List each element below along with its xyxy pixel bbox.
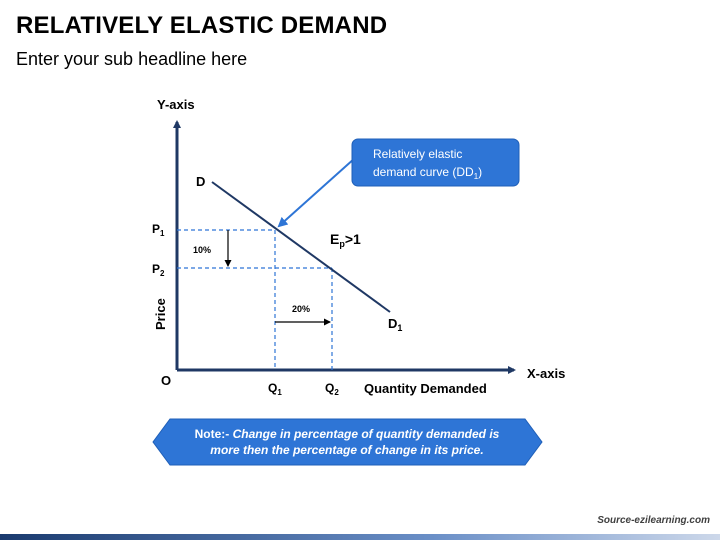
q2-label: Q2 bbox=[325, 381, 339, 397]
note-banner bbox=[152, 418, 543, 466]
y-axis-label: Y-axis bbox=[157, 97, 195, 112]
note-content: Note:- Change in percentage of quantity … bbox=[190, 426, 504, 458]
page-subtitle: Enter your sub headline here bbox=[16, 49, 248, 69]
page-title: RELATIVELY ELASTIC DEMAND bbox=[16, 12, 388, 39]
quantity-axis-title: Quantity Demanded bbox=[364, 381, 487, 396]
x-axis-label: X-axis bbox=[527, 366, 565, 381]
callout-line1: Relatively elastic bbox=[373, 147, 462, 161]
origin-label: O bbox=[161, 373, 171, 388]
price-change-label: 10% bbox=[193, 245, 211, 255]
quantity-change-label: 20% bbox=[292, 304, 310, 314]
p1-label: P1 bbox=[152, 222, 165, 238]
callout-line2-post: ) bbox=[478, 165, 482, 179]
elasticity-label: Ep>1 bbox=[330, 231, 361, 249]
curve-start-label: D bbox=[196, 174, 205, 189]
callout-line2-pre: demand curve (DD bbox=[373, 165, 474, 179]
curve-end-label: D1 bbox=[388, 316, 402, 333]
callout-line2-sub: 1 bbox=[474, 172, 479, 181]
callout-line2: demand curve (DD1) bbox=[373, 165, 482, 181]
note-label: Note:- bbox=[194, 427, 230, 441]
demand-curve bbox=[211, 181, 391, 313]
source-credit: Source-ezilearning.com bbox=[597, 515, 710, 526]
note-text: Change in percentage of quantity demande… bbox=[210, 427, 500, 457]
callout-pointer bbox=[277, 157, 356, 228]
callout-box bbox=[351, 138, 520, 187]
price-axis-title: Price bbox=[153, 298, 168, 330]
bottom-accent-bar bbox=[0, 534, 720, 540]
q1-label: Q1 bbox=[268, 381, 282, 397]
p2-label: P2 bbox=[152, 262, 165, 278]
